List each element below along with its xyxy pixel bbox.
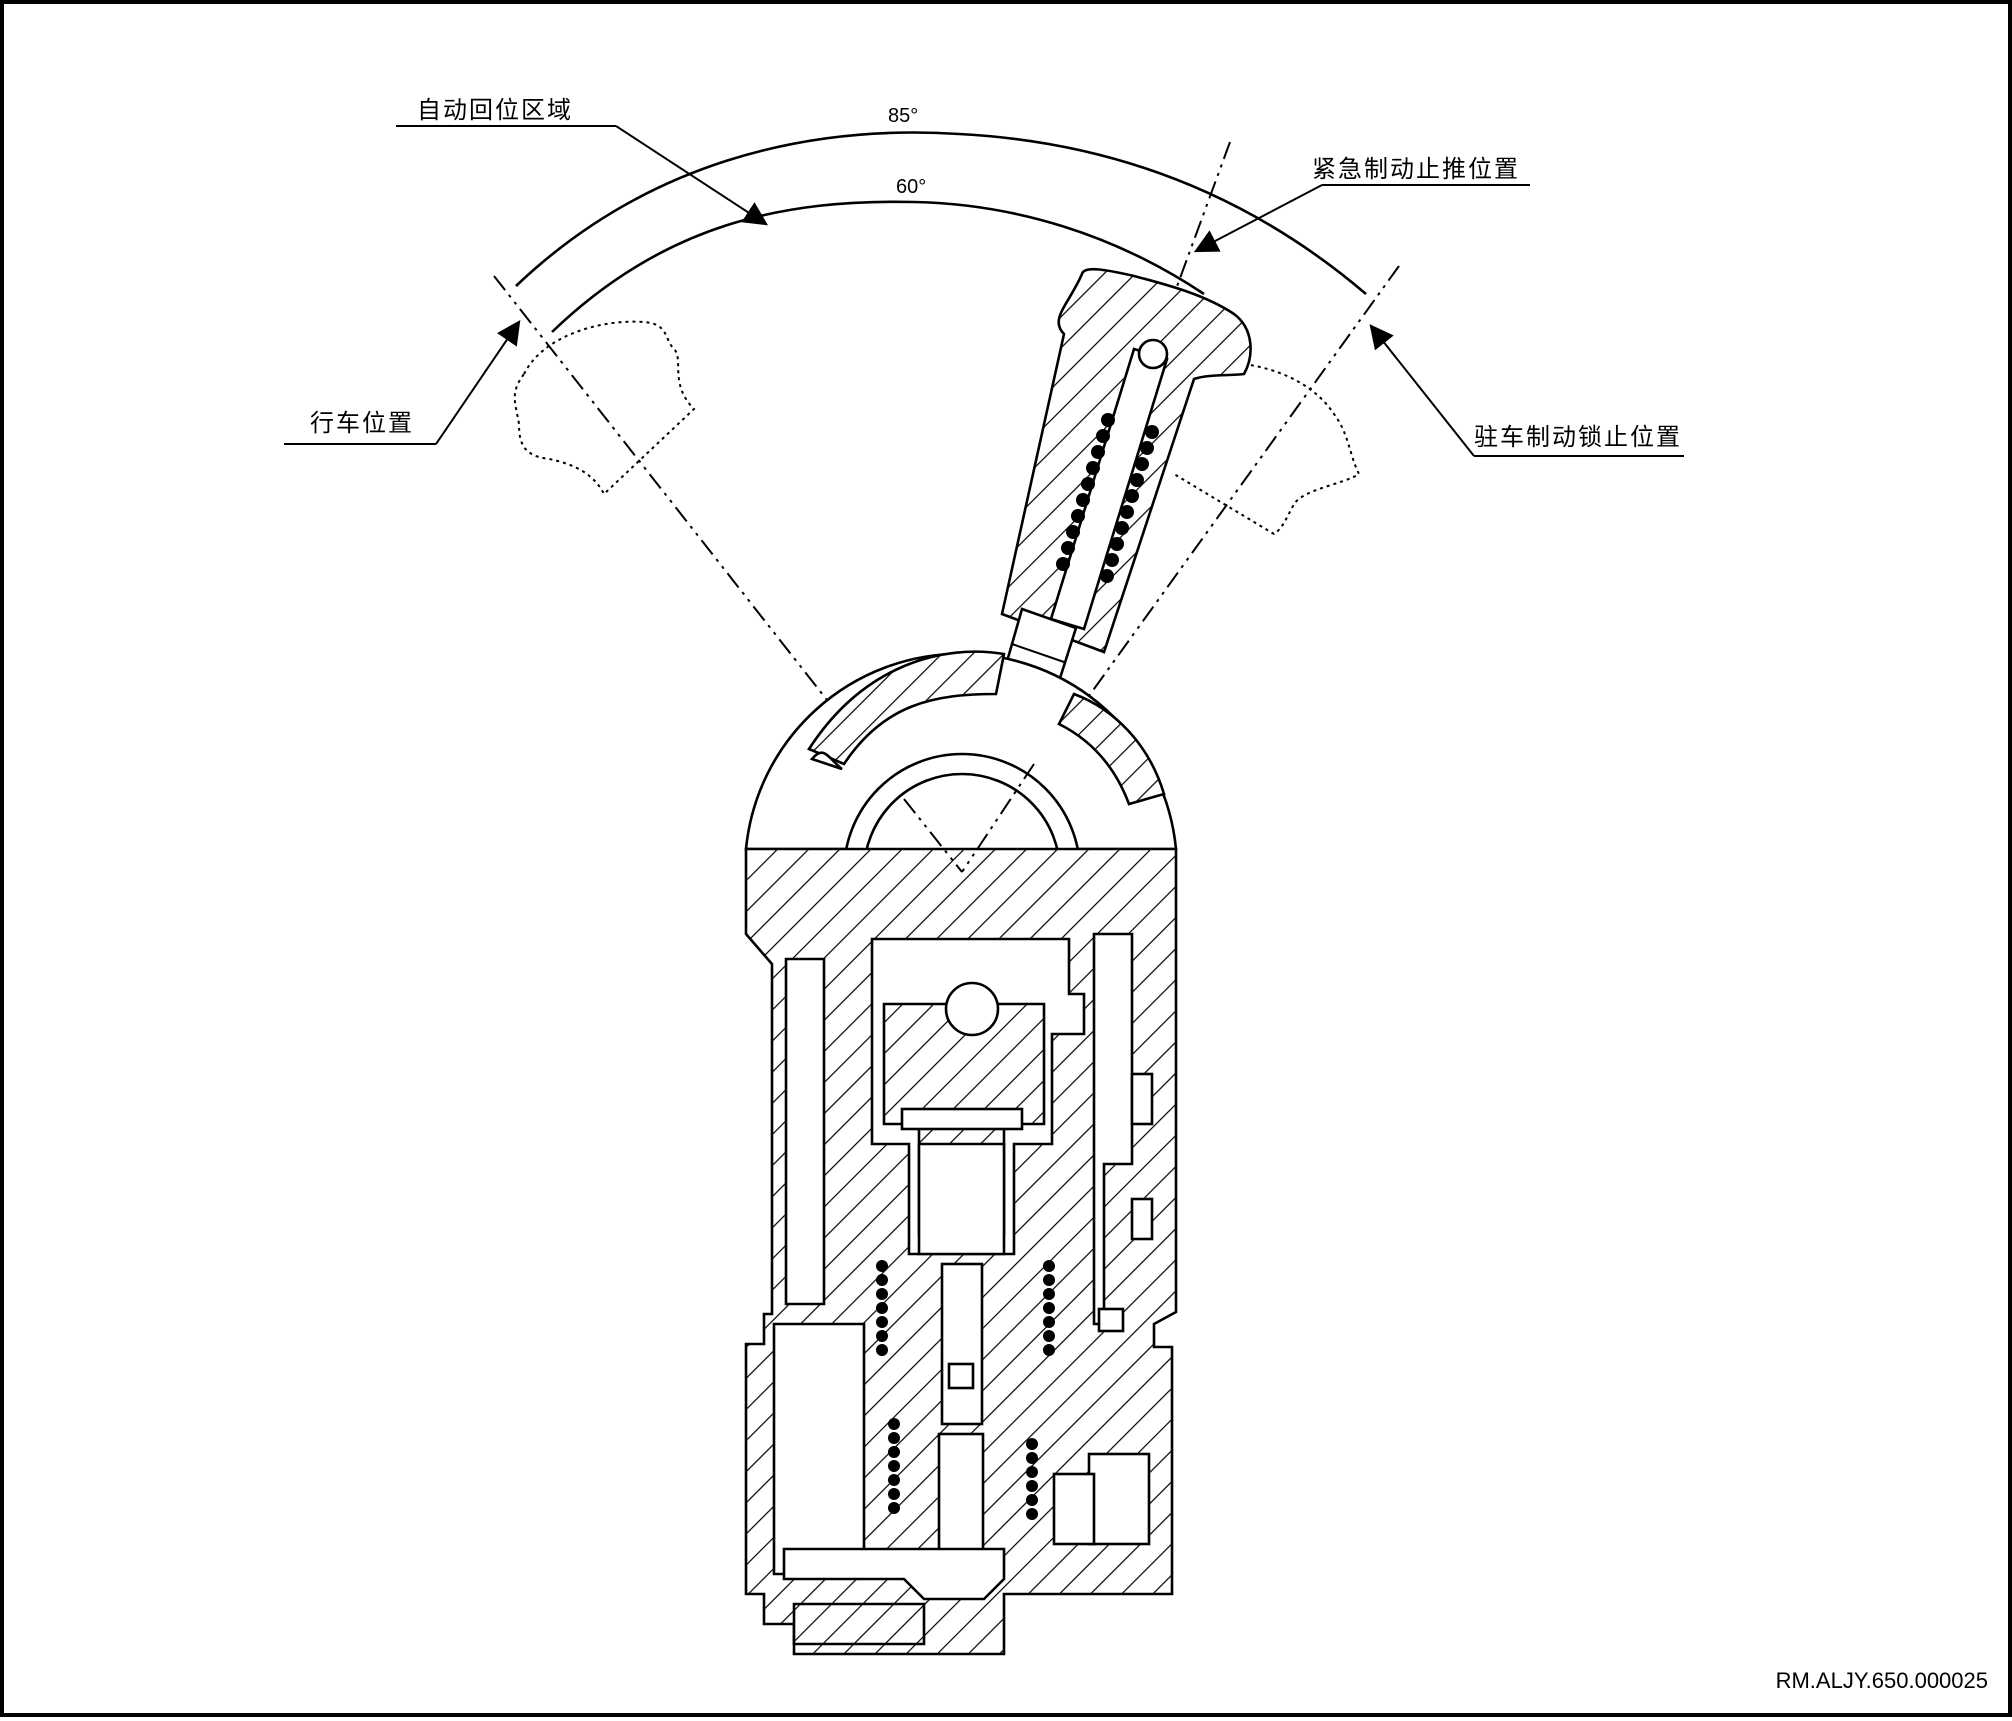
valve-body [744,650,1178,1656]
valve-spring-upper-left [876,1260,888,1356]
label-auto-return-zone: 自动回位区域 [417,96,573,124]
label-parking-brake-lock: 驻车制动锁止位置 [1474,423,1682,451]
ghost-lever-driving [513,320,696,496]
leader-emergency-arrow [1193,184,1323,253]
valve-spring-lower-left [888,1418,900,1514]
label-driving-position: 行车位置 [310,409,414,437]
lever-handle [980,267,1252,768]
brake-valve-diagram: 85° 60° 自动回位区域 紧急制动止推位置 行车位置 驻车制动锁止位置 [284,96,1988,1693]
outer-arc-85 [515,131,1367,295]
leader-parking-arrow [1369,324,1475,457]
leader-driving-arrow [435,320,521,445]
leader-auto-return-arrow [615,125,769,226]
ghost-lever-parking [1173,363,1361,536]
angle-60-label: 60° [896,176,926,198]
document-code: RM.ALJY.650.000025 [1776,1668,1988,1693]
label-emergency-brake-stop: 紧急制动止推位置 [1312,155,1520,183]
lever-spring-left [1056,413,1115,571]
angle-85-label: 85° [888,105,918,127]
valve-spring-lower-right [1026,1438,1038,1520]
lever-spring-right [1100,425,1159,583]
inner-arc-60 [551,200,1205,333]
valve-spring-upper-right [1043,1260,1055,1356]
